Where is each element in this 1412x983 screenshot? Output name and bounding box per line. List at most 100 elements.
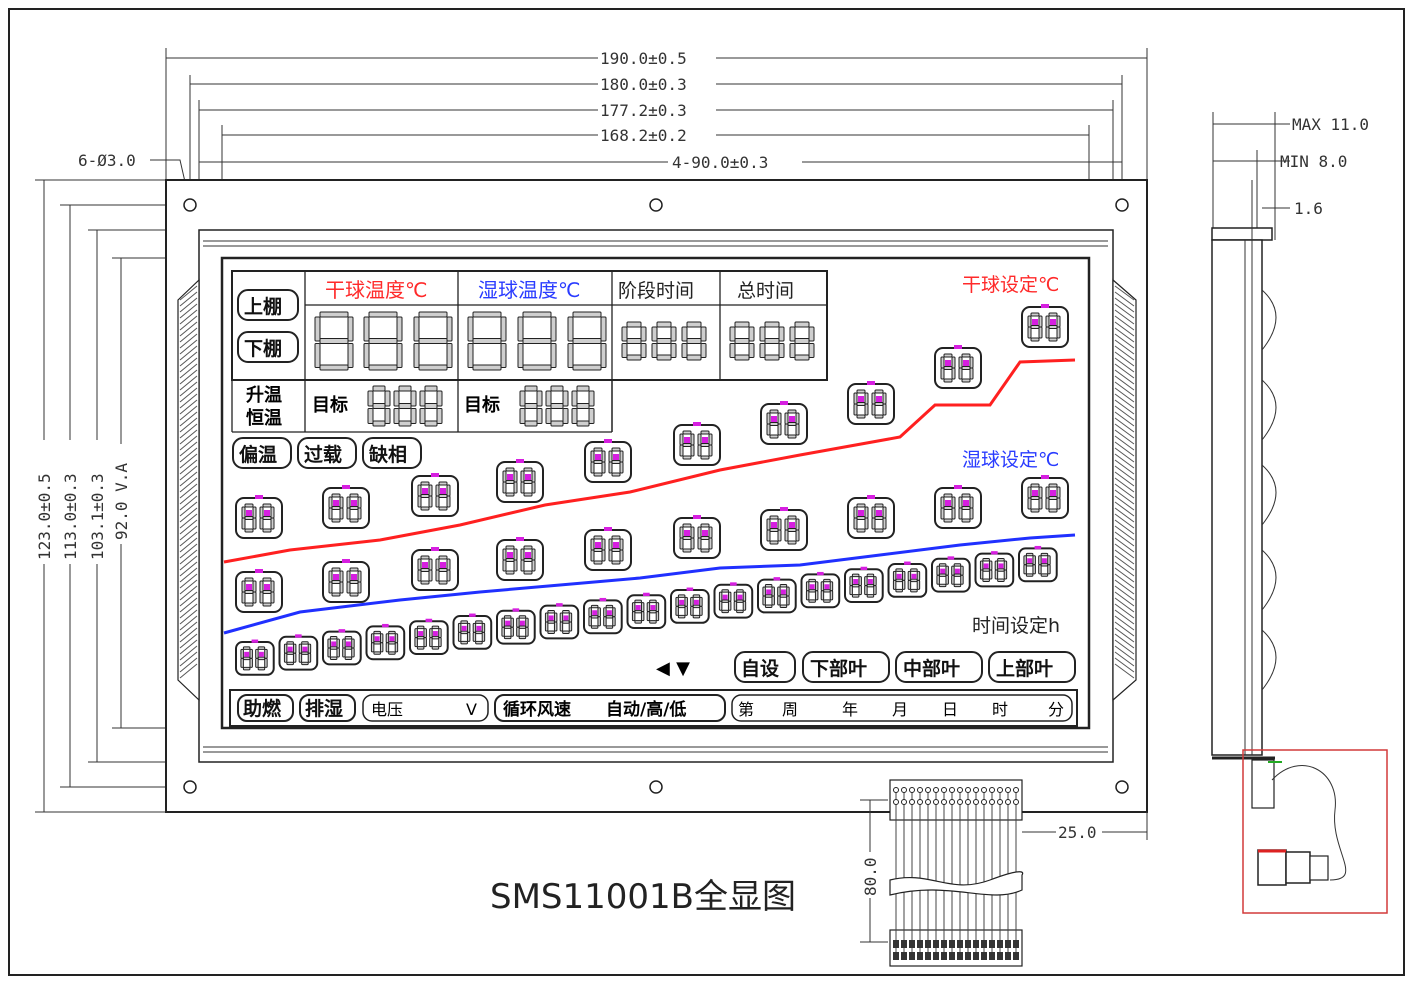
svg-text:过载: 过载 (304, 443, 342, 466)
digit-pair (626, 592, 667, 630)
day-label: 日 (942, 700, 958, 719)
svg-text:助燃: 助燃 (243, 697, 282, 720)
digit-pair (496, 608, 536, 645)
seven-seg-digit (789, 321, 815, 361)
digit-pair (411, 473, 459, 517)
digit-pair (800, 571, 841, 609)
fan-speed-box (494, 694, 726, 722)
speaker-signal-icon: ◀︎ ▼ (656, 658, 690, 679)
seven-seg-digit (759, 321, 785, 361)
digit-pair (1021, 475, 1069, 519)
digit-pair (235, 639, 275, 676)
dim-123: 123.0±0.5 (35, 473, 54, 560)
dim-fpc-length: 80.0 (861, 857, 880, 896)
digit-pair (934, 485, 982, 529)
dim-180: 180.0±0.3 (600, 75, 687, 94)
digit-pair (934, 345, 982, 389)
seven-seg-digit (651, 321, 677, 361)
month-label: 月 (892, 700, 908, 719)
lower-leaf-label: 下部叶 (802, 651, 890, 683)
dim-hole-callout: 6-Ø3.0 (78, 151, 136, 170)
digit-segments (235, 304, 1069, 676)
digit-pair (673, 515, 721, 559)
year-label: 年 (842, 700, 858, 719)
digit-pair (409, 618, 449, 656)
header-total-time: 总时间 (737, 280, 794, 302)
hour-label: 时 (992, 700, 1008, 719)
svg-text:上部叶: 上部叶 (996, 657, 1053, 680)
header-stage-time: 阶段时间 (618, 280, 694, 302)
dim-103: 103.1±0.3 (88, 473, 107, 560)
voltage-box (362, 694, 489, 722)
dim-hole-spacing: 4-90.0±0.3 (672, 153, 768, 172)
seven-seg-digit (367, 385, 391, 427)
target-label-wet: 目标 (464, 394, 500, 416)
header-wet-temp: 湿球温度℃ (478, 278, 580, 302)
digit-pair (760, 507, 808, 551)
lcd-top-table (231, 270, 828, 433)
digit-pair (1021, 304, 1069, 348)
self-set-label: 自设 (734, 651, 796, 683)
digit-pair (278, 634, 319, 671)
svg-text:缺相: 缺相 (369, 443, 407, 466)
dim-177: 177.2±0.3 (600, 101, 687, 120)
seven-seg-digit (681, 321, 707, 361)
svg-text:中部叶: 中部叶 (903, 657, 960, 680)
overload-label: 过载 (297, 437, 357, 469)
digit-pair (496, 537, 544, 581)
voltage-unit: V (466, 700, 477, 719)
seven-seg-digit (519, 385, 543, 427)
digit-pair (322, 629, 362, 666)
seven-seg-digit (467, 311, 507, 371)
digit-pair (452, 613, 493, 650)
week-label: 周 (782, 700, 798, 719)
mounting-holes (183, 198, 1129, 794)
side-hatching (179, 285, 1135, 679)
digit-pair (1018, 545, 1058, 583)
seven-seg-digit (517, 311, 557, 371)
digit-pair (713, 582, 754, 619)
left-dimensions: 123.0±0.5 113.0±0.3 103.1±0.3 92.0 V.A (34, 179, 222, 813)
seven-seg-digit (393, 385, 417, 427)
digit-pair (235, 495, 283, 539)
svg-text:自设: 自设 (741, 657, 779, 680)
dry-setting-label: 干球设定℃ (962, 274, 1059, 296)
upper-shed-label: 上棚 (237, 289, 299, 321)
seven-seg-digit (729, 321, 755, 361)
digit-pair (847, 495, 895, 539)
digit-pair (673, 422, 721, 466)
digit-pair (847, 381, 895, 425)
digit-pair (844, 566, 884, 604)
fan-speed-label: 循环风速 (503, 699, 571, 720)
dehumidify-label: 排湿 (299, 694, 356, 722)
digit-pair (322, 559, 370, 603)
fan-modes-label: 自动/高/低 (606, 699, 686, 720)
phase-loss-label: 缺相 (362, 437, 422, 469)
fpc-connector: 25.0 80.0 (860, 779, 1148, 967)
header-dry-temp: 干球温度℃ (325, 278, 427, 302)
partial-temp-label: 偏温 (232, 437, 292, 469)
time-setting-label: 时间设定h (972, 615, 1060, 637)
minute-label: 分 (1048, 700, 1064, 719)
dry-temp-curve (223, 358, 1076, 564)
date-time-box (731, 694, 1073, 722)
seven-seg-digit (363, 311, 403, 371)
week-prefix: 第 (738, 700, 754, 719)
seven-seg-digit (413, 311, 453, 371)
voltage-label: 电压 (371, 700, 403, 719)
drawing-title: SMS11001B全显图 (490, 877, 796, 917)
side-view: MAX 11.0 MIN 8.0 1.6 (1211, 112, 1388, 914)
dim-92: 92.0 V.A (112, 463, 131, 540)
top-dimensions: 190.0±0.5 180.0±0.3 177.2±0.3 168.2±0.2 … (78, 48, 1148, 260)
middle-leaf-label: 中部叶 (895, 651, 983, 683)
dim-168: 168.2±0.2 (600, 126, 687, 145)
assist-heat-label: 助燃 (237, 694, 294, 722)
digit-pair (235, 569, 283, 613)
digit-pair (584, 439, 632, 483)
seven-seg-digit (567, 311, 607, 371)
digit-pair (887, 561, 928, 598)
svg-text:上棚: 上棚 (244, 295, 282, 318)
digit-pair (974, 551, 1015, 588)
digit-pair (584, 527, 632, 571)
